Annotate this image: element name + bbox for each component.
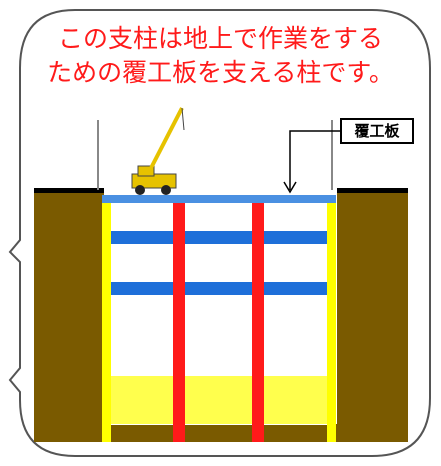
ground-line-left xyxy=(34,188,104,193)
caption-line-2: ための覆工板を支える柱です。 xyxy=(47,58,394,87)
strut-upper xyxy=(111,231,327,244)
covering-board-label: 覆工板 xyxy=(340,118,414,144)
soil-bottom xyxy=(104,424,337,442)
label-leader-line xyxy=(289,130,340,190)
retaining-wall-right xyxy=(327,203,336,442)
caption: この支柱は地上で作業をする ための覆工板を支える柱です。 xyxy=(0,22,441,90)
label-arrowhead xyxy=(283,181,297,194)
cover-board xyxy=(102,195,336,203)
support-column-left xyxy=(173,203,185,442)
speech-bubble-outline xyxy=(8,9,431,457)
ground-line-right xyxy=(337,188,408,193)
support-column-right xyxy=(252,203,264,442)
soil-right xyxy=(337,192,408,442)
retaining-wall-left xyxy=(102,203,111,442)
bottom-fill xyxy=(111,376,327,424)
crane-icon xyxy=(131,107,185,195)
strut-lower xyxy=(111,282,327,295)
caption-line-1: この支柱は地上で作業をする xyxy=(57,24,383,53)
soil-left xyxy=(34,192,104,442)
